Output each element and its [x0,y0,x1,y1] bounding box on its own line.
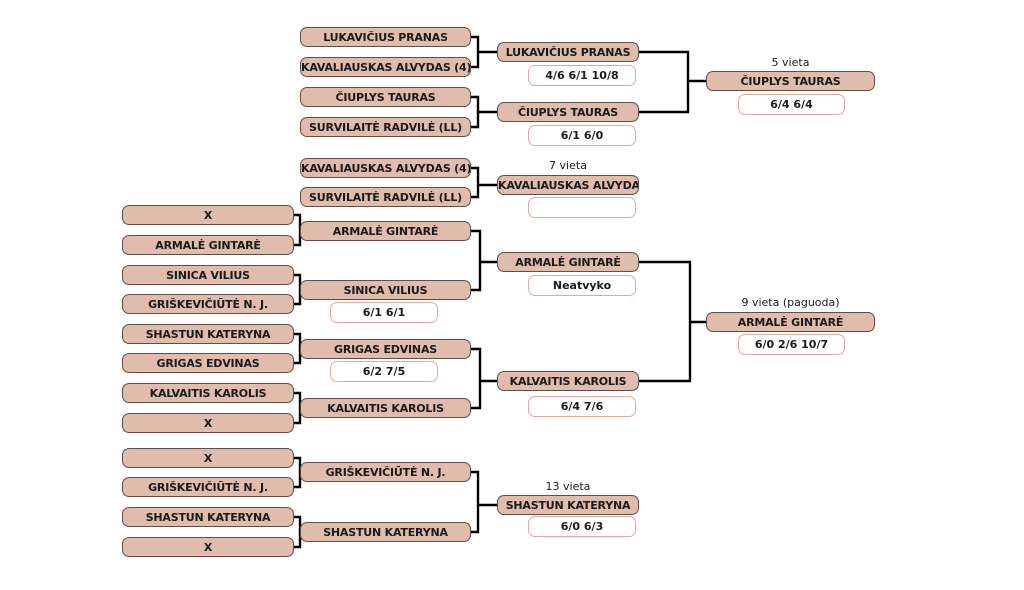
match-score: Neatvyko [528,275,636,296]
connector [470,35,497,69]
winner-slot: ČIUPLYS TAURAS [497,102,639,122]
player-slot: KAVALIAUSKAS ALVYDAS (4) [300,57,471,77]
connector [638,260,706,383]
final-winner-slot: SHASTUN KATERYNA [497,495,639,515]
final-score: 6/0 2/6 10/7 [738,334,845,355]
player-slot: SHASTUN KATERYNA [122,507,294,527]
place-label: 7 vieta [549,159,587,172]
connector [470,166,497,199]
final-score: 6/4 6/4 [738,94,845,115]
winner-slot: LUKAVIČIUS PRANAS [497,42,639,62]
connector [293,332,302,365]
player-slot: LUKAVIČIUS PRANAS [300,27,471,47]
player-slot: SHASTUN KATERYNA [122,324,294,344]
player-slot: GRIŠKEVIČIŪTĖ N. J. [122,477,294,497]
winner-slot: KALVAITIS KAROLIS [300,398,471,418]
place-label: 9 vieta (paguoda) [741,296,840,309]
player-slot: SINICA VILIUS [122,265,294,285]
final-winner-slot: ARMALĖ GINTARĖ [706,312,875,332]
winner-slot: GRIŠKEVIČIŪTĖ N. J. [300,462,471,482]
player-slot: SURVILAITĖ RADVILĖ (LL) [300,187,471,207]
player-slot: KALVAITIS KAROLIS [122,383,294,403]
connector [470,470,497,534]
player-slot: GRIGAS EDVINAS [122,353,294,373]
player-slot: ARMALĖ GINTARĖ [122,235,294,255]
final-score: 6/0 6/3 [528,516,636,537]
connector [293,515,302,549]
final-winner-slot: KAVALIAUSKAS ALVYDAS (4) [497,175,639,195]
winner-slot: ARMALĖ GINTARĖ [300,221,471,241]
connector [293,456,302,489]
winner-slot: ARMALĖ GINTARĖ [497,252,639,272]
match-score: 4/6 6/1 10/8 [528,65,636,86]
match-score: 6/2 7/5 [330,361,438,382]
place-label: 5 vieta [771,56,810,69]
connector [638,50,706,114]
player-slot: X [122,413,294,433]
place-label: 13 vieta [545,480,591,493]
player-slot: X [122,537,294,557]
winner-slot: SINICA VILIUS [300,280,471,300]
winner-slot: SHASTUN KATERYNA [300,522,471,542]
match-score: 6/1 6/1 [330,302,438,323]
player-slot: KAVALIAUSKAS ALVYDAS (4) [300,158,471,178]
connector [293,273,302,306]
connector [293,391,302,425]
final-score [528,197,636,218]
connector [293,213,302,247]
winner-slot: KALVAITIS KAROLIS [497,371,639,391]
match-score: 6/4 7/6 [528,396,636,417]
player-slot: GRIŠKEVIČIŪTĖ N. J. [122,294,294,314]
player-slot: X [122,205,294,225]
player-slot: ČIUPLYS TAURAS [300,87,471,107]
connector [470,95,497,129]
final-winner-slot: ČIUPLYS TAURAS [706,71,875,91]
player-slot: SURVILAITĖ RADVILĖ (LL) [300,117,471,137]
winner-slot: GRIGAS EDVINAS [300,339,471,359]
connector [470,229,497,292]
match-score: 6/1 6/0 [528,125,636,146]
connector [470,347,497,410]
player-slot: X [122,448,294,468]
